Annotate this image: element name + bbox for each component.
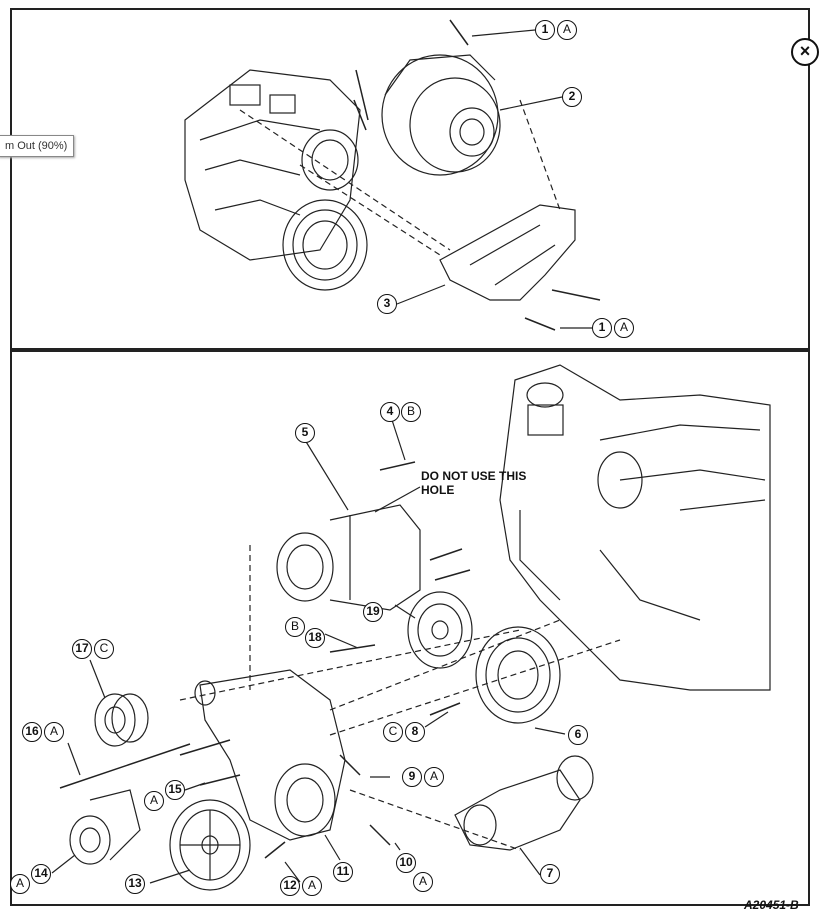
- crank-pulley-top: [282, 199, 368, 291]
- alternator-bracket: [439, 204, 576, 301]
- callout-7-number: 7: [540, 864, 560, 884]
- callout-17-letter: C: [94, 639, 114, 659]
- callout-8-number: 8: [405, 722, 425, 742]
- zoom-tooltip: m Out (90%): [0, 135, 75, 157]
- callout-5-number: 5: [295, 423, 315, 443]
- callout-15-letter: A: [144, 791, 164, 811]
- callout-18-letter: B: [285, 617, 305, 637]
- callout-1-letter: A: [557, 20, 577, 40]
- callout-11-number: 11: [333, 862, 353, 882]
- alternator: [381, 54, 501, 176]
- leaders-top: [396, 29, 592, 329]
- callout-1b-letter: A: [614, 318, 634, 338]
- callout-18-number: 18: [305, 628, 325, 648]
- idler-pulley-top: [301, 129, 359, 191]
- callout-14-letter: A: [10, 874, 30, 894]
- crank-pulley-bottom: [475, 626, 561, 724]
- callout-17-number: 17: [72, 639, 92, 659]
- do-not-use-hole-note: DO NOT USE THIS HOLE: [421, 469, 527, 497]
- assembly-lines-top: [239, 99, 561, 256]
- callout-8-letter: C: [383, 722, 403, 742]
- callout-10-letter: A: [413, 872, 433, 892]
- engine-block-top: [184, 69, 361, 261]
- callout-10-number: 10: [396, 853, 416, 873]
- callout-1b-number: 1: [592, 318, 612, 338]
- callout-15-number: 15: [165, 780, 185, 800]
- bolts-top: [353, 19, 601, 331]
- bolts-bottom: [59, 461, 471, 859]
- fan-pulley-13: [169, 799, 251, 891]
- callout-4-letter: B: [401, 402, 421, 422]
- engine-block-bottom: [499, 364, 771, 691]
- water-pump-7: [454, 755, 594, 851]
- bottom-diagram-panel: [10, 350, 810, 906]
- idler-pulley-17: [94, 693, 149, 747]
- callout-9-number: 9: [402, 767, 422, 787]
- callout-16-number: 16: [22, 722, 42, 742]
- callout-2-number: 2: [562, 87, 582, 107]
- ac-compressor: [276, 504, 421, 611]
- top-diagram-panel: [10, 8, 810, 350]
- tensioner-14: [69, 789, 141, 865]
- figure-id: A20451-B: [744, 898, 799, 912]
- callout-13-number: 13: [125, 874, 145, 894]
- assembly-lines-bottom: [179, 545, 621, 851]
- callout-6-number: 6: [568, 725, 588, 745]
- ps-pump-pulley: [407, 591, 473, 669]
- callout-9-letter: A: [424, 767, 444, 787]
- callout-19-number: 19: [363, 602, 383, 622]
- accessory-bracket-11: [194, 669, 346, 841]
- close-icon[interactable]: ×: [791, 38, 819, 66]
- callout-1-number: 1: [535, 20, 555, 40]
- callout-16-letter: A: [44, 722, 64, 742]
- callout-12-number: 12: [280, 876, 300, 896]
- callout-14-number: 14: [31, 864, 51, 884]
- callout-3-number: 3: [377, 294, 397, 314]
- callout-4-number: 4: [380, 402, 400, 422]
- callout-12-letter: A: [302, 876, 322, 896]
